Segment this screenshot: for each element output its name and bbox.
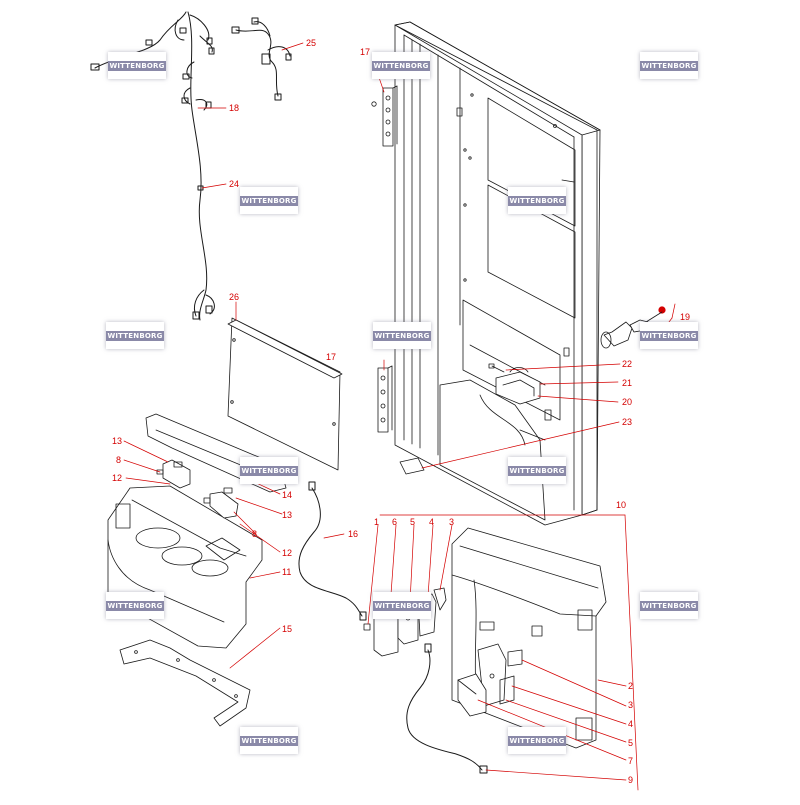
callout-10: 10 xyxy=(616,500,627,510)
watermark-logo: WITTENBORG xyxy=(240,727,298,754)
callout-26: 26 xyxy=(229,292,240,302)
bracket-17-top xyxy=(371,85,398,147)
callout-12: 12 xyxy=(112,473,123,483)
callout-3: 3 xyxy=(628,700,634,710)
callout-14: 14 xyxy=(282,490,293,500)
housing-10 xyxy=(451,527,607,749)
callout-2: 2 xyxy=(628,681,634,691)
door-frame xyxy=(394,21,601,526)
callout-5: 5 xyxy=(410,517,416,527)
callout-13: 13 xyxy=(282,510,293,520)
watermark-logo: WITTENBORG xyxy=(508,457,566,484)
callout-17: 17 xyxy=(360,47,371,57)
watermark-logo: WITTENBORG xyxy=(373,322,431,349)
watermark-logo: WITTENBORG xyxy=(508,727,566,754)
panel-26 xyxy=(227,317,343,471)
callout-11: 11 xyxy=(282,567,292,577)
callout-24: 24 xyxy=(229,179,240,189)
callout-25: 25 xyxy=(306,38,317,48)
watermark-logo: WITTENBORG xyxy=(640,322,698,349)
watermark-logo: WITTENBORG xyxy=(240,187,298,214)
tray-11 xyxy=(107,485,263,649)
watermark-logo: WITTENBORG xyxy=(372,52,430,79)
callout-8: 8 xyxy=(252,529,258,539)
callout-6: 6 xyxy=(392,517,398,527)
callout-15: 15 xyxy=(282,624,293,634)
watermark-logo: WITTENBORG xyxy=(640,592,698,619)
harness-25 xyxy=(231,17,292,101)
callout-21: 21 xyxy=(622,378,633,388)
watermark-logo: WITTENBORG xyxy=(106,592,164,619)
watermark-logo: WITTENBORG xyxy=(240,457,298,484)
bracket-17-lower xyxy=(377,365,393,433)
guide-15 xyxy=(119,639,251,727)
callout-16: 16 xyxy=(348,529,359,539)
callout-8: 8 xyxy=(116,455,122,465)
cable-9 xyxy=(406,643,488,774)
callout-4: 4 xyxy=(628,719,634,729)
callout-18: 18 xyxy=(229,103,240,113)
callout-19: 19 xyxy=(680,312,691,322)
callout-20: 20 xyxy=(622,397,633,407)
callout-12: 12 xyxy=(282,548,293,558)
callout-9: 9 xyxy=(628,775,634,785)
callout-3: 3 xyxy=(449,517,455,527)
callout-4: 4 xyxy=(429,517,435,527)
cable-16 xyxy=(298,481,367,621)
callout-5: 5 xyxy=(628,738,634,748)
small-parts-left xyxy=(156,459,239,519)
callout-22: 22 xyxy=(622,359,633,369)
callout-7: 7 xyxy=(628,756,634,766)
watermark-logo: WITTENBORG xyxy=(373,592,431,619)
callout-17: 17 xyxy=(326,352,337,362)
watermark-logo: WITTENBORG xyxy=(106,322,164,349)
motor-7 xyxy=(457,673,487,717)
watermark-logo: WITTENBORG xyxy=(640,52,698,79)
callout-23: 23 xyxy=(622,417,633,427)
callout-13: 13 xyxy=(112,436,123,446)
callout-1: 1 xyxy=(374,517,380,527)
watermark-logo: WITTENBORG xyxy=(108,52,166,79)
watermark-logo: WITTENBORG xyxy=(508,187,566,214)
